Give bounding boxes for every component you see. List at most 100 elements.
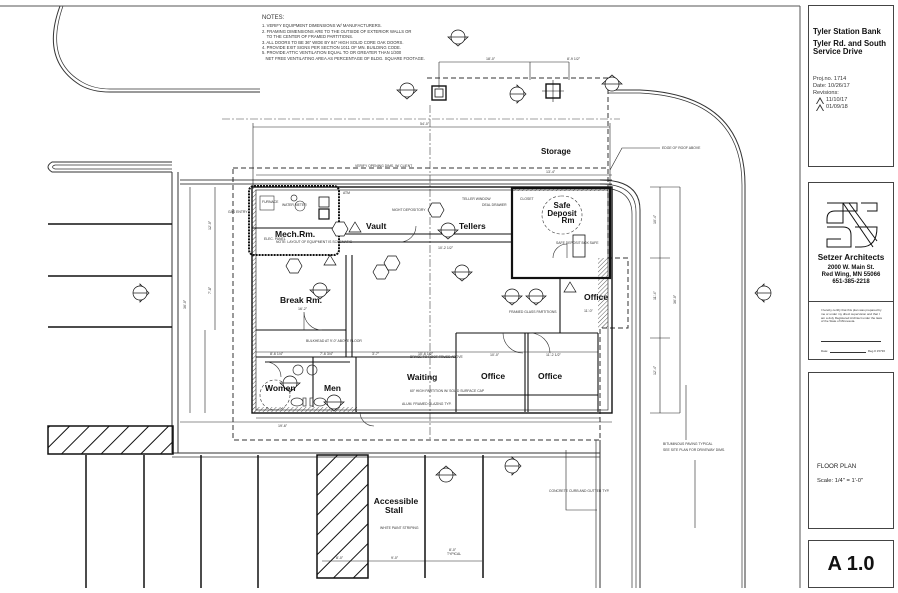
door-swings [259,225,551,427]
signature-line [821,341,881,342]
svg-text:NIGHT DEPOSITORY: NIGHT DEPOSITORY [392,208,426,212]
svg-text:60" HIGH PARTITION W/ SOLID SU: 60" HIGH PARTITION W/ SOLID SURFACE CAP [410,389,485,393]
general-notes: NOTES: 1. VERIFY EQUIPMENT DIMENSIONS W/… [262,15,462,61]
parking-stripes [48,223,484,588]
svg-text:NOTE: LAYOUT OF EQUIPMENT IS S: NOTE: LAYOUT OF EQUIPMENT IS SCHEMATIC [276,240,353,244]
cert-date-label: Date: [821,349,829,353]
room-label-men: Men [324,383,341,393]
dimension-lines [180,61,681,562]
svg-text:7'-8": 7'-8" [208,286,212,294]
revision-date: 01/09/18 [826,104,848,110]
room-label-waiting: Waiting [407,372,437,382]
revision-row: 11/10/17 [816,97,889,104]
wall-hatch [598,258,608,328]
svg-text:12'-0": 12'-0" [208,220,212,230]
svg-text:8'-0": 8'-0" [449,548,457,552]
turning-circle [541,195,583,235]
notes-title: NOTES: [262,15,285,21]
svg-text:FURNACE: FURNACE [262,200,279,204]
curb-island-top [52,5,260,93]
firm-name: Setzer Architects [817,253,885,262]
svg-text:3'-7": 3'-7" [372,352,380,356]
svg-text:ALUM. FRAMED GLAZING TYP.: ALUM. FRAMED GLAZING TYP. [402,402,452,406]
note-item: TO THE CENTER OF FRAMED PARTITIONS. [262,34,354,40]
project-number: Proj.no. 1714 [813,76,847,82]
svg-text:ATM: ATM [343,191,350,195]
svg-text:10'-0": 10'-0" [490,353,500,357]
svg-text:EDGE OF ROOF ABOVE: EDGE OF ROOF ABOVE [662,146,701,150]
equipment-tags [285,202,445,280]
room-label-vault: Vault [366,221,386,231]
revision-delta-icon [816,97,824,104]
title-block-firm: Setzer Architects 2000 W. Main St. Red W… [808,182,894,360]
svg-text:11'-0": 11'-0" [584,309,594,313]
svg-text:DEAL DRAWER: DEAL DRAWER [482,203,507,207]
svg-text:18'-0": 18'-0" [486,57,496,61]
svg-text:TELLER WINDOW: TELLER WINDOW [462,197,491,201]
annotations: EDGE OF ROOF ABOVE VERIFY OPENING DIMS. … [228,146,725,556]
note-item: NET FREE VENTILATING AREA AS PERCENTAGE … [262,55,425,61]
revision-date: 11/10/17 [826,97,848,103]
svg-text:7'-6 3/4": 7'-6 3/4" [320,352,334,356]
svg-text:CLOSET: CLOSET [520,197,534,201]
svg-text:Deposit: Deposit [547,209,577,218]
interior-partitions [256,233,599,412]
room-label-accessible: Accessible [374,496,419,506]
firm-phone: 651-385-2218 [832,279,870,286]
room-label-tellers: Tellers [459,221,486,231]
revisions-label: Revisions: [813,90,839,96]
svg-text:12'-4": 12'-4" [653,365,657,375]
title-block-sheet: A 1.0 [808,540,894,588]
svg-text:BRACE TO ROOF TRUSS ABOVE: BRACE TO ROOF TRUSS ABOVE [410,355,463,359]
svg-text:16'-2": 16'-2" [298,307,308,311]
dimension-labels: 54'-0" 18'-0" 8'-9 1/2" 13'-4" 10'-2 1/2… [183,57,677,560]
title-block-project: Tyler Station Bank Tyler Rd. and South S… [808,5,894,167]
svg-text:8'-9 1/2": 8'-9 1/2" [567,57,581,61]
left-curb [47,161,601,588]
svg-text:Stall: Stall [385,505,403,515]
svg-text:BULKHEAD AT 9'-0" ABOVE FLOOR: BULKHEAD AT 9'-0" ABOVE FLOOR [306,339,362,343]
mech-room-boundary [248,185,340,256]
project-location: Tyler Rd. and South Service Drive [813,39,887,56]
svg-text:36'-0": 36'-0" [183,299,187,309]
svg-text:Safe: Safe [554,201,571,210]
safe-box [572,234,586,258]
drawing-title: FLOOR PLAN [817,463,857,470]
note-item: 4. PROVIDE EXIT SIGNS PER SECTION 1011 O… [262,45,401,51]
svg-text:10'-2 1/2": 10'-2 1/2" [438,246,454,250]
svg-text:11'-4": 11'-4" [653,290,657,300]
svg-text:CONCRETE CURB AND GUTTER TYP.: CONCRETE CURB AND GUTTER TYP. [549,489,610,493]
note-item: 1. VERIFY EQUIPMENT DIMENSIONS W/ MANUFA… [262,23,382,29]
section-markers [132,29,772,483]
firm-logo-icon [823,201,881,249]
svg-text:SEE SITE PLAN FOR DRIVEWAY DIM: SEE SITE PLAN FOR DRIVEWAY DIMS. [663,448,725,452]
svg-text:10'-6 1/2": 10'-6 1/2" [418,352,434,356]
certification-text: I hereby certify that this plan was prep… [821,308,883,324]
firm-city: Red Wing, MN 55066 [821,272,881,279]
room-label-women: Women [265,383,296,393]
room-label-mech: Mech.Rm. [275,229,315,239]
wall-hatch [252,187,256,413]
svg-text:BITUMINOUS PAVING TYPICAL: BITUMINOUS PAVING TYPICAL [663,442,713,446]
project-name: Tyler Station Bank [813,27,881,36]
safe-deposit-room-wall [510,186,612,280]
svg-text:GAS ENTRY: GAS ENTRY [228,210,248,214]
svg-text:10'-4": 10'-4" [653,214,657,224]
svg-text:36'-0": 36'-0" [673,294,677,304]
room-label-break: Break Rm. [280,295,322,305]
svg-text:TYPICAL: TYPICAL [447,552,461,556]
firm-street: 2000 W. Main St. [827,265,875,271]
note-item: 5. PROVIDE ATTIC VENTILATION EQUAL TO OR… [262,50,402,56]
svg-text:ELEC. PANEL: ELEC. PANEL [264,237,286,241]
furnace-icon [259,195,275,211]
firm-address: 2000 W. Main St. Red Wing, MN 55066 651-… [809,265,893,287]
note-item: 2. FRAMING DIMENSIONS ARE TO THE OUTSIDE… [262,28,412,34]
sheet-number: A 1.0 [827,552,875,575]
wall-hatch [252,407,357,412]
divider [809,301,893,302]
hatched-access-aisle-left [47,425,174,455]
note-item: 3. ALL DOORS TO BE 36" WIDE BY 84" HIGH … [262,39,404,45]
room-label-storage: Storage [541,147,571,156]
